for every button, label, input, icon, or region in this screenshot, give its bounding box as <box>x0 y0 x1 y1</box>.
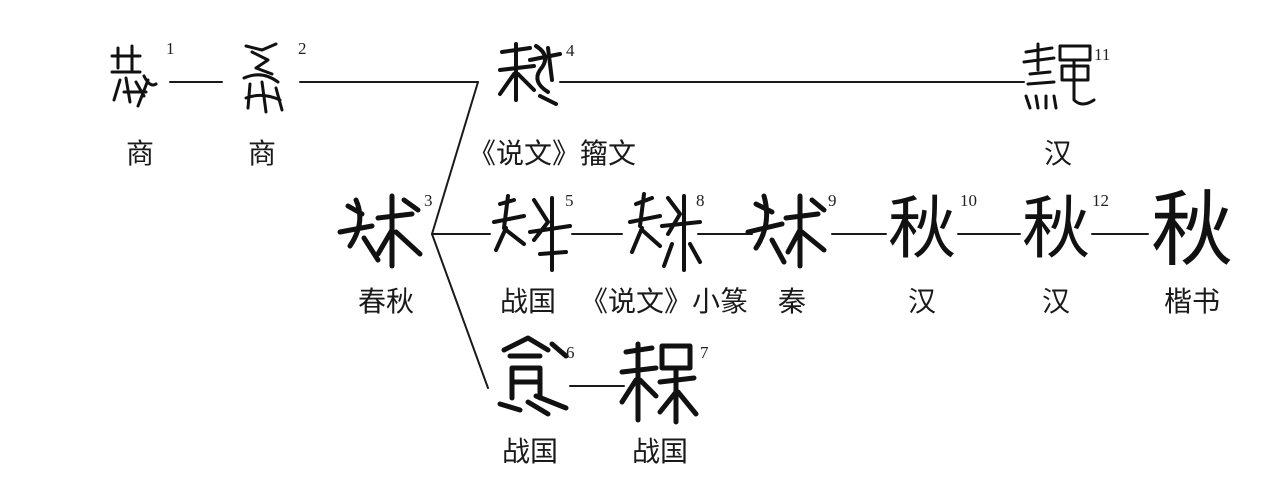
node-number-8: 8 <box>696 191 705 210</box>
era-label-3: 春秋 <box>357 285 415 318</box>
era-label-9: 秦 <box>777 285 807 318</box>
era-label-6: 战国 <box>501 435 559 468</box>
glyph-shape-1 <box>110 44 158 108</box>
glyph-shape-7 <box>619 341 699 425</box>
era-label-2: 商 <box>247 137 277 170</box>
era-label-7: 战国 <box>631 435 689 468</box>
node-number-6: 6 <box>566 343 575 362</box>
node-number-12: 12 <box>1092 191 1109 210</box>
glyph-shape-3 <box>337 193 423 269</box>
era-label-5: 战国 <box>499 285 557 318</box>
glyph-shape-6 <box>497 335 569 417</box>
glyph-shape-11 <box>1022 42 1096 110</box>
glyph-12: 秋 <box>1021 190 1090 269</box>
node-number-2: 2 <box>298 39 307 58</box>
node-number-11: 11 <box>1094 45 1111 64</box>
era-label-4: 《说文》籀文 <box>467 137 637 170</box>
node-number-1: 1 <box>166 39 175 58</box>
node-number-4: 4 <box>566 41 575 60</box>
glyph-10: 秋 <box>887 190 956 269</box>
connector-trunk-lower <box>431 233 489 389</box>
era-label-13: 楷书 <box>1163 285 1221 318</box>
glyph-shape-8 <box>628 192 702 272</box>
node-number-5: 5 <box>565 191 574 210</box>
glyph-13-kaishu: 秋 <box>1150 183 1233 278</box>
node-number-7: 7 <box>700 343 709 362</box>
glyph-shape-5 <box>492 194 572 272</box>
ancient-glyph-drawings <box>110 42 1096 425</box>
glyph-shape-9 <box>745 193 827 269</box>
connector-trunk-upper <box>431 81 479 235</box>
era-label-1: 商 <box>125 137 155 170</box>
node-number-9: 9 <box>828 191 837 210</box>
era-label-10: 汉 <box>907 285 937 318</box>
era-label-11: 汉 <box>1043 137 1073 170</box>
glyph-shape-4 <box>498 42 562 106</box>
node-number-3: 3 <box>424 191 433 210</box>
node-number-10: 10 <box>960 191 977 210</box>
glyph-shape-2 <box>242 42 284 114</box>
era-label-8: 《说文》小篆 <box>579 285 749 318</box>
era-label-12: 汉 <box>1041 285 1071 318</box>
